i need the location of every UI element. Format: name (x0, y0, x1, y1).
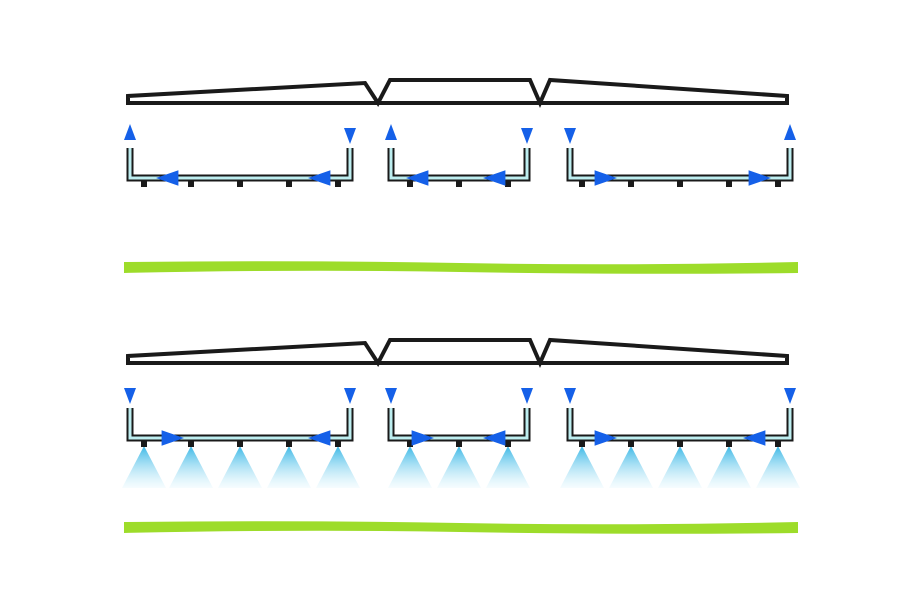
spray-cone (486, 446, 530, 488)
pipe-outline (126, 148, 354, 182)
flow-arrow-right-icon (748, 170, 771, 186)
flow-arrow-left-icon (483, 430, 506, 446)
pipe (389, 408, 529, 440)
boom-section-2 (385, 388, 533, 488)
nozzle (188, 181, 194, 187)
flow-arrow-down-icon (521, 128, 533, 144)
flow-arrow-down-icon (784, 388, 796, 404)
nozzle (456, 441, 462, 447)
flow-arrow-right-icon (161, 430, 184, 446)
ground-line (124, 521, 798, 534)
nozzle (726, 441, 732, 447)
nozzle (335, 441, 341, 447)
flow-arrow-up-icon (385, 124, 397, 140)
boom-frame (126, 337, 789, 369)
pipe (568, 408, 792, 440)
spray-cone (609, 446, 653, 488)
nozzle (505, 441, 511, 447)
pipe (389, 148, 529, 180)
spray-cone (218, 446, 262, 488)
spray-cone (658, 446, 702, 488)
flow-arrow-left-icon (743, 430, 766, 446)
flow-arrow-down-icon (124, 388, 136, 404)
nozzle (677, 181, 683, 187)
nozzle (456, 181, 462, 187)
boom-section-1 (122, 388, 360, 488)
pipe-outline (387, 148, 531, 182)
flow-arrow-left-icon (156, 170, 179, 186)
spray-cone (437, 446, 481, 488)
flow-arrow-up-icon (784, 124, 796, 140)
flow-arrow-up-icon (124, 124, 136, 140)
ground-line (124, 261, 798, 274)
nozzle (141, 441, 147, 447)
diagram-circulation (124, 77, 798, 274)
nozzle (188, 441, 194, 447)
spray-cone (560, 446, 604, 488)
nozzle (579, 441, 585, 447)
nozzle (407, 441, 413, 447)
spray-cone (756, 446, 800, 488)
nozzle (237, 181, 243, 187)
nozzle (579, 181, 585, 187)
flow-arrow-down-icon (521, 388, 533, 404)
nozzle (628, 441, 634, 447)
pipe (568, 148, 792, 180)
nozzle (286, 441, 292, 447)
diagram-spraying (122, 337, 800, 534)
nozzle (286, 181, 292, 187)
spray-cone (707, 446, 751, 488)
flow-arrow-down-icon (385, 388, 397, 404)
boom-section-3 (564, 124, 796, 187)
flow-arrow-right-icon (594, 430, 617, 446)
boom-frame (126, 77, 789, 109)
flow-arrow-left-icon (308, 170, 331, 186)
flow-arrow-down-icon (564, 388, 576, 404)
flow-arrow-down-icon (564, 128, 576, 144)
spray-cone (267, 446, 311, 488)
flow-arrow-left-icon (483, 170, 506, 186)
flow-arrow-left-icon (406, 170, 429, 186)
nozzle (237, 441, 243, 447)
nozzle (775, 181, 781, 187)
pipe (128, 408, 352, 440)
flow-arrow-left-icon (308, 430, 331, 446)
spray-cone (388, 446, 432, 488)
nozzle (141, 181, 147, 187)
nozzle (335, 181, 341, 187)
pipe (128, 148, 352, 180)
flow-arrow-down-icon (344, 128, 356, 144)
flow-arrow-right-icon (411, 430, 434, 446)
nozzle (505, 181, 511, 187)
nozzle (407, 181, 413, 187)
boom-section-2 (385, 124, 533, 187)
flow-arrow-down-icon (344, 388, 356, 404)
boom-section-1 (124, 124, 356, 187)
nozzle (775, 441, 781, 447)
spray-cone (122, 446, 166, 488)
spray-cone (169, 446, 213, 488)
nozzle (726, 181, 732, 187)
spray-cone (316, 446, 360, 488)
nozzle (677, 441, 683, 447)
pipe-outline (387, 408, 531, 442)
flow-arrow-right-icon (594, 170, 617, 186)
boom-section-3 (560, 388, 800, 488)
nozzle (628, 181, 634, 187)
